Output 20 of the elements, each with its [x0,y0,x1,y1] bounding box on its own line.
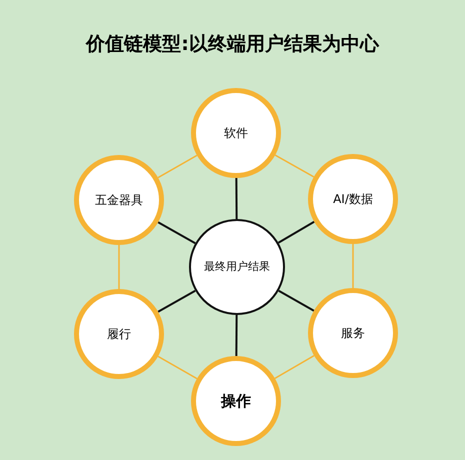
node-label: 最终用户结果 [204,260,270,274]
connector-line [158,221,196,244]
connector-line [158,154,198,178]
connector-line [158,290,196,313]
diagram-title: 价值链模型:以终端用户结果为中心 [84,32,380,57]
node-label: 操作 [221,392,251,410]
node-label: 五金器具 [95,192,143,208]
connector-line [235,315,238,356]
connector-line [352,244,354,288]
connector-line [158,356,198,380]
node-label: 软件 [224,126,248,140]
connector-line [274,154,314,178]
connector-line [118,245,120,289]
node-label: 服务 [341,326,365,340]
connector-line [235,178,238,219]
node-label: AI/数据 [333,192,373,206]
connector-line [278,220,315,244]
connector-line [278,290,314,312]
node-label: 履行 [107,326,131,342]
connector-line [274,354,314,380]
